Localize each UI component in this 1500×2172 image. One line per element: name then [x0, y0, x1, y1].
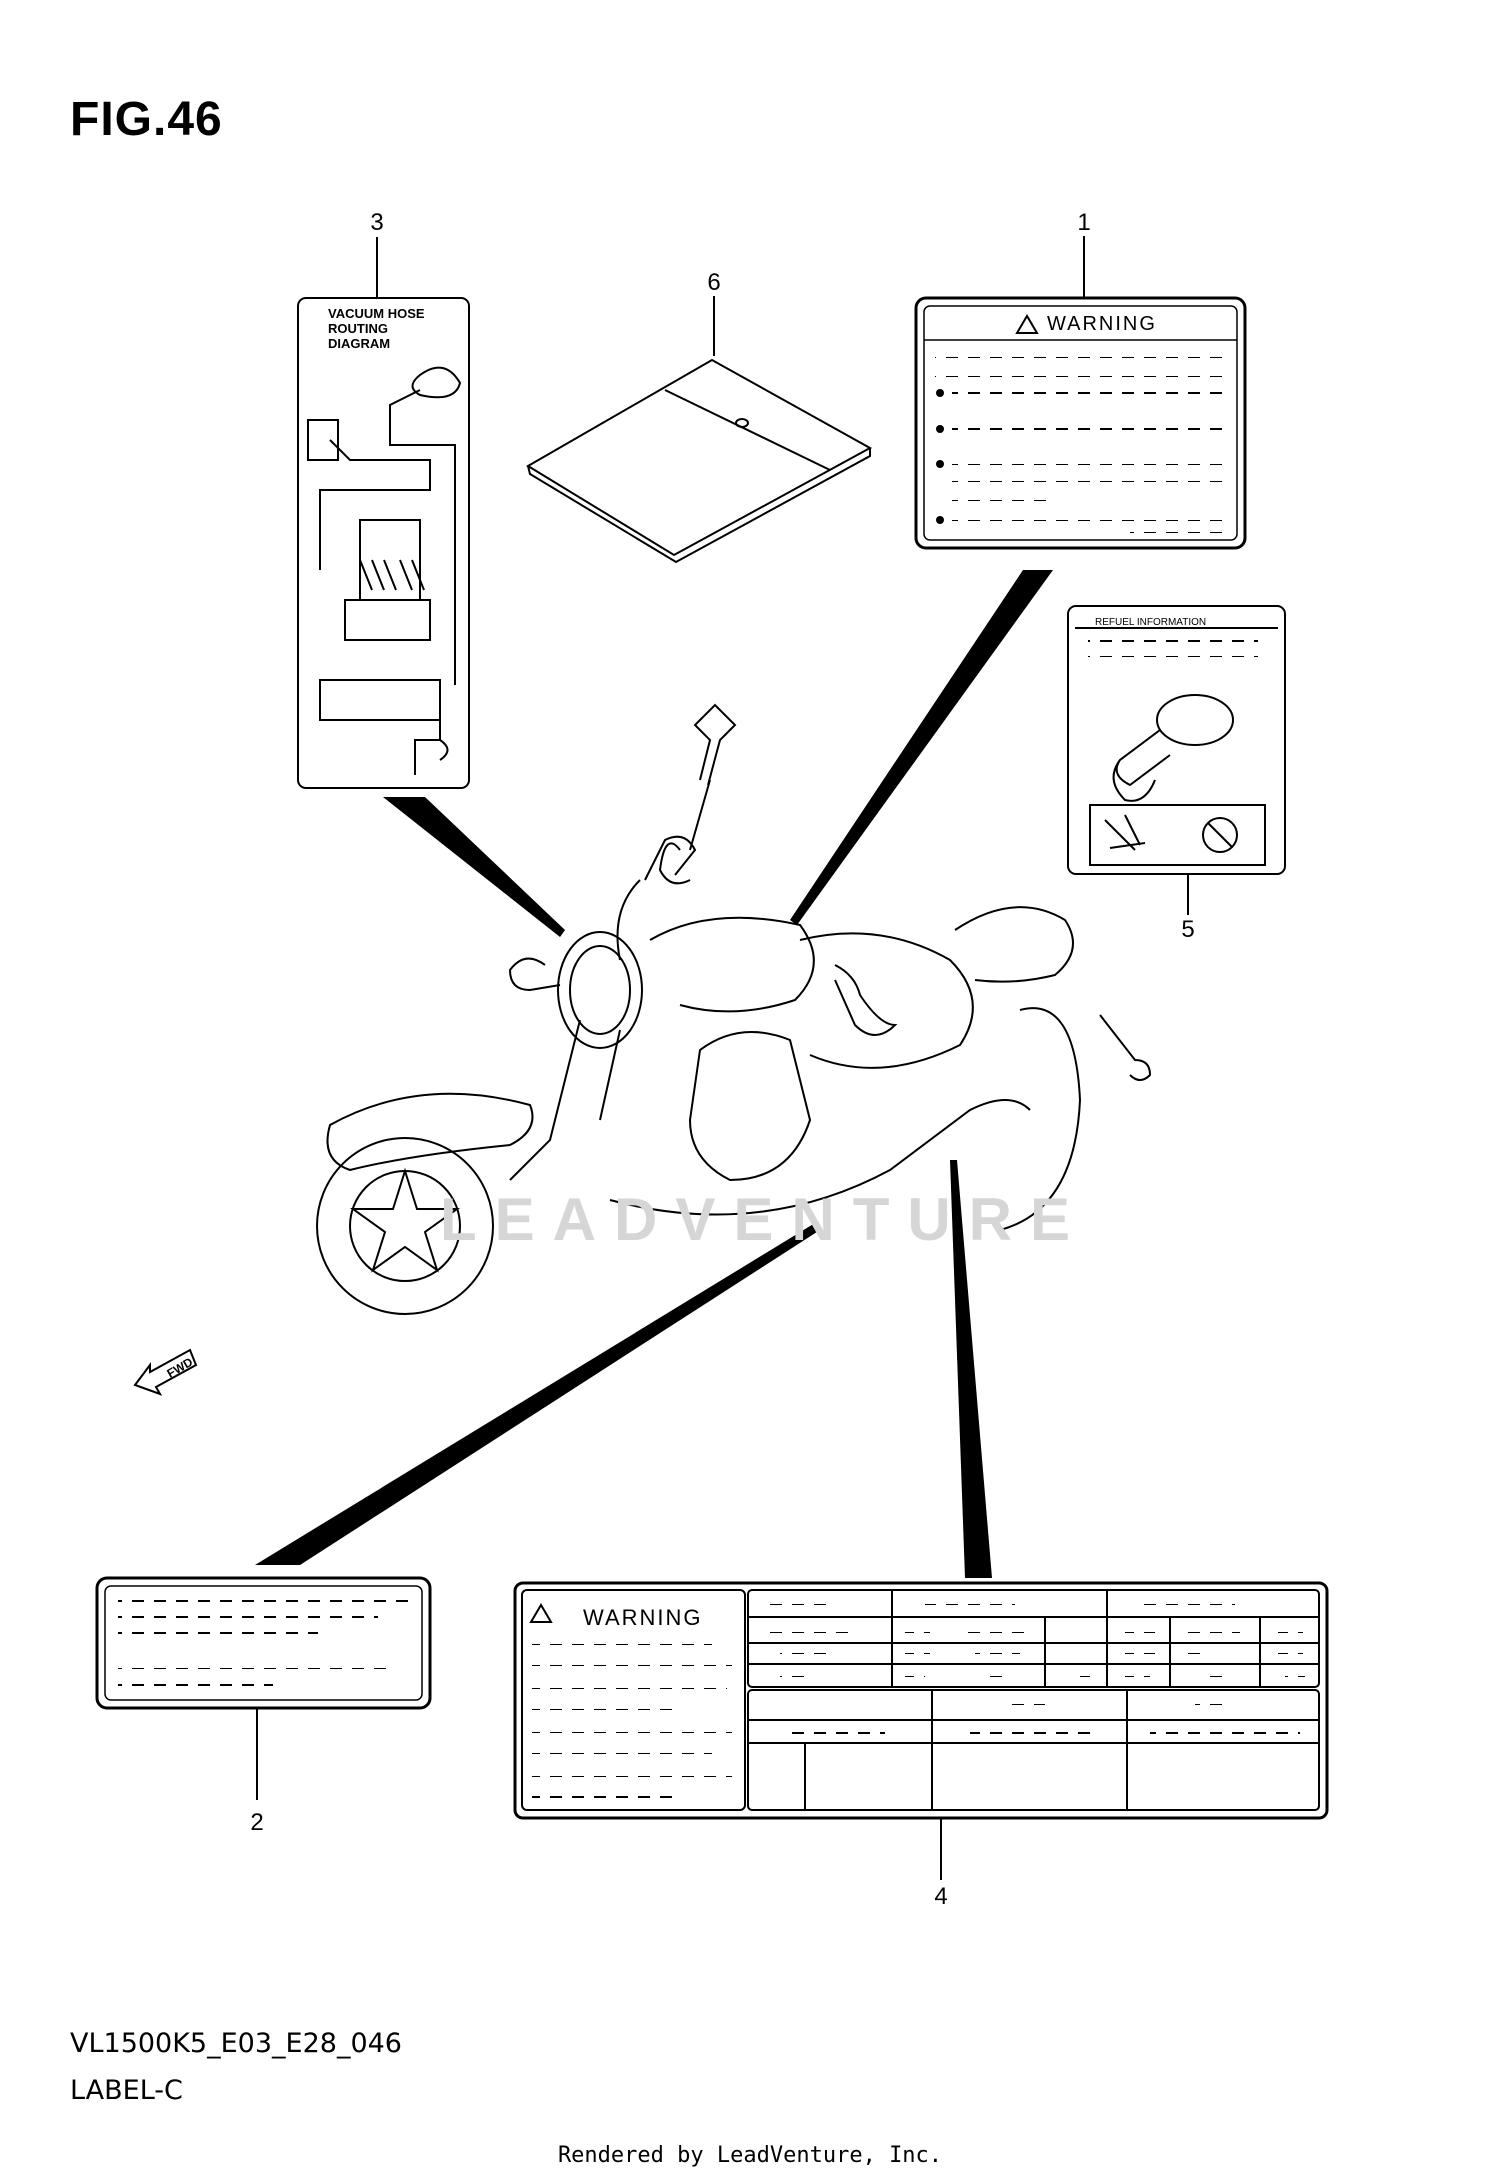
label-5-refuel — [1067, 605, 1286, 875]
vacuum-line1: VACUUM HOSE — [328, 306, 425, 321]
callout-6: 6 — [707, 269, 720, 296]
watermark: LEADVENTURE — [440, 1186, 1089, 1253]
label-3-vacuum-diagram — [297, 297, 470, 789]
label-1-warning-text: WARNING — [1047, 313, 1157, 335]
label-1-warning — [914, 296, 1247, 550]
motorcycle-illustration — [316, 703, 1152, 1315]
vacuum-line2: ROUTING — [328, 321, 388, 336]
callout-3: 3 — [370, 209, 383, 236]
callout-lines — [256, 236, 1189, 1880]
leader-wedge-2 — [255, 1223, 820, 1565]
leader-wedge-3 — [383, 797, 565, 937]
figure-code: VL1500K5_E03_E28_046 — [70, 2028, 402, 2059]
leader-wedge-1 — [790, 570, 1053, 925]
fwd-arrow-icon: FWD — [133, 1348, 198, 1396]
render-credit: Rendered by LeadVenture, Inc. — [557, 2143, 943, 2168]
callout-1: 1 — [1077, 209, 1090, 236]
figure-name: LABEL-C — [70, 2075, 183, 2106]
figure-title: FIG.46 — [70, 93, 223, 146]
leader-wedge-4 — [950, 1160, 992, 1578]
label-4-warning-table — [513, 1581, 1329, 1820]
callout-5: 5 — [1181, 916, 1194, 943]
callout-4: 4 — [934, 1883, 947, 1910]
label-4-warning-text: WARNING — [583, 1605, 703, 1630]
refuel-label-text: REFUEL INFORMATION — [1095, 617, 1206, 628]
vacuum-line3: DIAGRAM — [328, 336, 390, 351]
callout-2: 2 — [250, 1809, 263, 1836]
label-6-manual — [526, 358, 873, 564]
label-2-text — [95, 1576, 432, 1710]
